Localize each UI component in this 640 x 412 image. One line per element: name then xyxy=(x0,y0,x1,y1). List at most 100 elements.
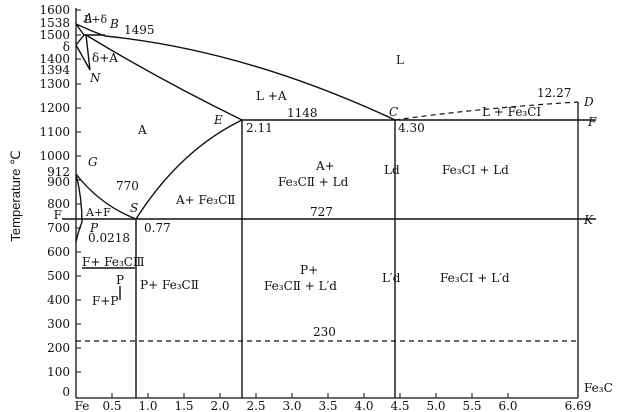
svg-text:1400: 1400 xyxy=(39,52,70,66)
svg-text:400: 400 xyxy=(47,293,70,307)
value-labels: 1495 1148 770 727 230 12.27 2.11 4.30 0.… xyxy=(88,23,571,339)
region-L-plus-A: L +A xyxy=(256,89,287,103)
temp-770: 770 xyxy=(116,179,139,193)
svg-text:1.5: 1.5 xyxy=(174,399,193,412)
region-A-plus-F: A+F xyxy=(85,206,111,219)
region-P-Fe3CII: P+ Fe₃CⅡ xyxy=(140,278,199,292)
point-N: N xyxy=(89,71,101,85)
region-Lpd: L′d xyxy=(382,271,401,285)
point-labels: A B N G P S E C D F K xyxy=(83,11,597,235)
point-B: B xyxy=(109,17,119,31)
point-K: K xyxy=(583,213,594,227)
JN-line xyxy=(85,34,91,71)
point-C: C xyxy=(389,105,398,119)
svg-text:1600: 1600 xyxy=(39,3,70,17)
GP-line xyxy=(75,173,83,223)
point-D: D xyxy=(583,95,594,109)
svg-text:6.0: 6.0 xyxy=(498,399,517,412)
svg-text:100: 100 xyxy=(47,365,70,379)
region-F-Fe3CIII: F+ Fe₃CⅢ xyxy=(82,255,145,269)
carbon-12-27: 12.27 xyxy=(537,86,571,100)
svg-text:900: 900 xyxy=(47,175,70,189)
NH-line xyxy=(75,44,91,71)
svg-text:1200: 1200 xyxy=(39,101,70,115)
phase-lines xyxy=(62,23,596,398)
svg-text:0.5: 0.5 xyxy=(102,399,121,412)
region-Fe3CII-Lpd: Fe₃CⅡ + L′d xyxy=(264,279,337,293)
delta-boundary xyxy=(75,34,85,46)
y-tick-labels: 1600 1538 1500 δ 1400 1394 1300 1200 110… xyxy=(39,3,70,399)
delta-solidus xyxy=(75,23,85,36)
carbon-0-0218: 0.0218 xyxy=(88,231,130,245)
svg-text:0: 0 xyxy=(62,385,70,399)
svg-text:δ: δ xyxy=(63,40,70,54)
svg-text:1000: 1000 xyxy=(39,149,70,163)
svg-text:1394: 1394 xyxy=(39,63,70,77)
axes xyxy=(75,8,579,399)
svg-text:3.5: 3.5 xyxy=(318,399,337,412)
region-A-plus: A+ xyxy=(315,159,335,173)
svg-text:5.5: 5.5 xyxy=(462,399,481,412)
point-E: E xyxy=(213,113,223,127)
point-A: A xyxy=(83,11,93,25)
svg-text:Fe: Fe xyxy=(75,399,90,412)
region-Fe3CI-Ld: Fe₃CⅠ + Ld xyxy=(442,163,509,177)
svg-text:1100: 1100 xyxy=(39,125,70,139)
temp-230: 230 xyxy=(313,325,336,339)
point-F: F xyxy=(587,115,597,129)
point-P: P xyxy=(89,221,99,235)
PQ-line xyxy=(75,221,83,243)
region-labels: L L+δ δ+A L +A L + Fe₃CⅠ A A+F A+ Fe₃CⅡ … xyxy=(82,13,541,308)
svg-text:1300: 1300 xyxy=(39,77,70,91)
temp-1148: 1148 xyxy=(287,106,318,120)
point-S: S xyxy=(130,201,138,215)
svg-text:4.5: 4.5 xyxy=(390,399,409,412)
point-G: G xyxy=(88,155,98,169)
svg-text:600: 600 xyxy=(47,245,70,259)
y-axis-title: Temperature ℃ xyxy=(8,150,23,241)
svg-text:1538: 1538 xyxy=(39,16,70,30)
svg-text:2.0: 2.0 xyxy=(210,399,229,412)
svg-text:200: 200 xyxy=(47,341,70,355)
temp-727: 727 xyxy=(310,205,333,219)
region-P-left: P xyxy=(116,273,124,287)
svg-text:2.5: 2.5 xyxy=(246,399,265,412)
svg-text:6.69: 6.69 xyxy=(565,399,592,412)
svg-text:1500: 1500 xyxy=(39,28,70,42)
CD-line xyxy=(394,101,579,121)
region-Fe3CI-Lpd: Fe₃CⅠ + L′d xyxy=(440,271,510,285)
svg-text:5.0: 5.0 xyxy=(426,399,445,412)
svg-text:700: 700 xyxy=(47,221,70,235)
GS-line xyxy=(75,173,137,220)
dashed-lines xyxy=(76,101,579,342)
region-L-plus-delta: L+δ xyxy=(84,13,108,26)
x-ticks xyxy=(111,393,509,398)
carbon-2-11: 2.11 xyxy=(246,121,273,135)
region-F-P: F+P xyxy=(92,294,118,308)
ES-line xyxy=(135,119,243,220)
svg-text:500: 500 xyxy=(47,269,70,283)
y-ticks xyxy=(76,9,81,373)
region-delta-plus-A: δ+A xyxy=(92,51,118,65)
svg-text:4.0: 4.0 xyxy=(354,399,373,412)
region-Fe3CII-Ld: Fe₃CⅡ + Ld xyxy=(278,175,349,189)
solidus-JE xyxy=(85,34,243,121)
liquidus-BC xyxy=(104,35,396,121)
svg-text:800: 800 xyxy=(47,197,70,211)
svg-text:F: F xyxy=(54,208,62,222)
region-Ld: Ld xyxy=(384,163,400,177)
x-axis-end-label: Fe₃C xyxy=(584,381,613,395)
region-L-plus-Fe3CI: L + Fe₃CⅠ xyxy=(482,105,541,119)
x-tick-labels: Fe 0.5 1.0 1.5 2.0 2.5 3.0 3.5 4.0 4.5 5… xyxy=(75,399,592,412)
carbon-0-77: 0.77 xyxy=(144,221,171,235)
region-A-plus-Fe3CII: A+ Fe₃CⅡ xyxy=(175,193,235,207)
svg-text:912: 912 xyxy=(47,165,70,179)
svg-text:300: 300 xyxy=(47,317,70,331)
region-L: L xyxy=(396,53,404,67)
carbon-4-30: 4.30 xyxy=(398,121,425,135)
region-A: A xyxy=(137,123,147,137)
svg-text:3.0: 3.0 xyxy=(282,399,301,412)
svg-text:1.0: 1.0 xyxy=(138,399,157,412)
temp-1495: 1495 xyxy=(124,23,155,37)
